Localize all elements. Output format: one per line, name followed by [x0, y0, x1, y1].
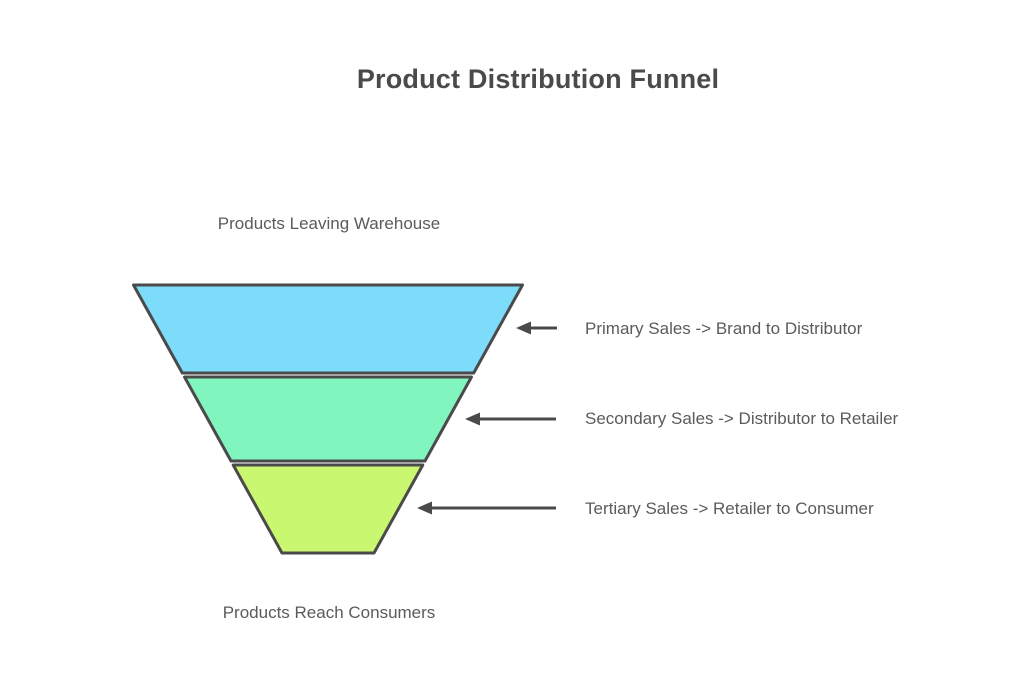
primary-arrow-head — [516, 321, 531, 335]
secondary-arrow-head — [465, 412, 480, 426]
funnel-stage-primary — [132, 283, 524, 375]
secondary-arrow-icon — [465, 412, 556, 426]
funnel-bottom-label: Products Reach Consumers — [222, 603, 436, 622]
tertiary-arrow-icon — [417, 501, 556, 515]
primary-sales-label: Primary Sales -> Brand to Distributor — [585, 319, 863, 338]
tertiary-sales-label: Tertiary Sales -> Retailer to Consumer — [585, 499, 874, 518]
funnel-top-label: Products Leaving Warehouse — [217, 214, 441, 233]
primary-arrow-icon — [516, 321, 557, 335]
funnel-stage-tertiary — [231, 463, 425, 555]
page-title: Product Distribution Funnel — [356, 64, 720, 94]
funnel-stage-secondary — [183, 375, 473, 463]
secondary-sales-label: Secondary Sales -> Distributor to Retail… — [585, 409, 899, 428]
tertiary-arrow-head — [417, 501, 432, 515]
